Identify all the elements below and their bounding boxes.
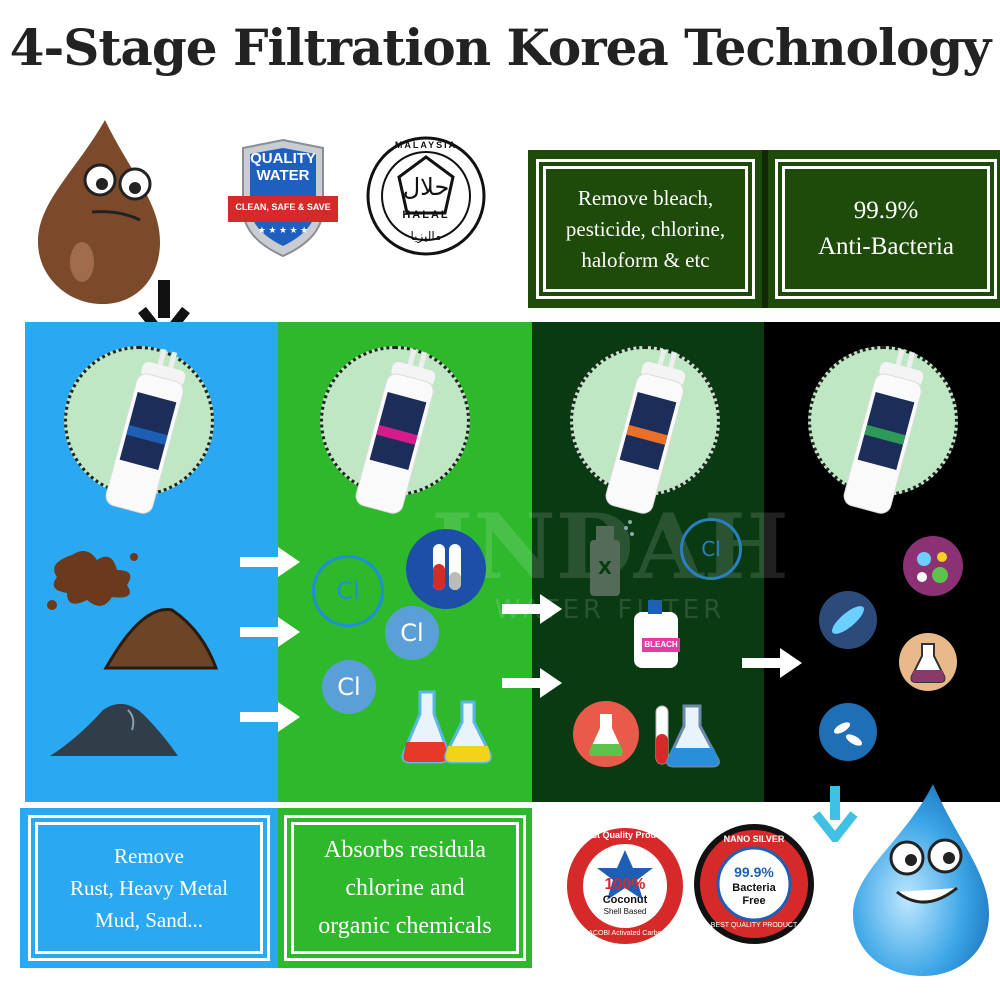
stage-2-desc-line3: organic chemicals <box>318 913 492 939</box>
anti-bacteria-percent: 99.9% <box>853 197 919 224</box>
chlorine-label: Cl <box>701 537 721 561</box>
chlorine-label: Cl <box>337 673 361 701</box>
stage-4-cartridge-icon <box>843 348 924 514</box>
chlorine-icon: Cl <box>385 606 439 660</box>
chemical-removal-box: Remove bleach, pesticide, chlorine, halo… <box>536 159 755 299</box>
nano-silver-seal-icon: NANO SILVER 99.9% Bacteria Free BEST QUA… <box>692 822 816 946</box>
chlorine-water-icon: Cl <box>312 555 384 627</box>
chlorine-icon-2: Cl <box>322 660 376 714</box>
svg-text:★ ★ ★ ★ ★: ★ ★ ★ ★ ★ <box>258 225 308 235</box>
stage-1-desc-line1: Remove <box>114 844 184 868</box>
chlorine-label: Cl <box>400 619 424 647</box>
halal-logo-icon: MALAYSIA حلال HALAL ماليزيا <box>365 135 487 257</box>
dirt-pile-icon <box>103 608 219 670</box>
page-title: 4-Stage Filtration Korea Technology <box>9 18 992 77</box>
quality-ribbon: CLEAN, SAFE & SAVE <box>235 202 331 212</box>
lab-flask-red-icon <box>573 701 639 767</box>
bottom-box-2-bg <box>278 808 532 968</box>
quality-line2: WATER <box>256 167 310 184</box>
bottom-box-1-bg <box>20 808 278 968</box>
coconut-line1: Coconut <box>602 894 648 906</box>
clean-drop-icon <box>853 784 989 976</box>
top-info-divider <box>762 150 768 308</box>
spray-can-icon: X <box>590 520 634 596</box>
halal-top: MALAYSIA <box>394 140 458 150</box>
coconut-line2: Shell Based <box>603 907 647 916</box>
nano-bottom: BEST QUALITY PRODUCT <box>710 922 798 929</box>
coconut-shell-seal-icon: Best Quality Product 100% Coconut Shell … <box>565 826 685 946</box>
germ-icon <box>903 536 963 596</box>
test-tube-icon <box>406 529 486 609</box>
coconut-top: Best Quality Product <box>580 830 670 840</box>
nano-percent: 99.9% <box>734 864 774 880</box>
flow-arrow-4 <box>502 594 562 624</box>
quality-water-badge-icon: ★ ★ ★ ★ ★ QUALITY WATER CLEAN, SAFE & SA… <box>228 138 338 258</box>
coconut-bottom: JACOBI Activated Carbon <box>584 930 666 937</box>
bacteria-cells-icon <box>819 703 877 761</box>
stage-2-description-box: Absorbs residula chlorine and organic ch… <box>284 815 526 961</box>
stage-3-cartridge-icon <box>605 348 686 514</box>
flow-arrow-2 <box>240 617 300 647</box>
bleach-bottle-icon: BLEACH <box>628 598 684 670</box>
flow-arrow-3 <box>240 702 300 732</box>
stage-1-desc-line3: Mud, Sand... <box>95 908 203 932</box>
anti-bacteria-box: 99.9% Anti-Bacteria <box>775 159 997 299</box>
svg-text:X: X <box>598 558 612 579</box>
flow-arrow-5 <box>502 668 562 698</box>
arrow-down-clean-icon <box>812 786 858 842</box>
flask-icon <box>401 690 492 764</box>
stage-1-desc-line2: Rust, Heavy Metal <box>69 876 229 900</box>
flow-arrow-1 <box>240 547 300 577</box>
mud-splash-icon <box>47 551 138 610</box>
quality-line1: QUALITY <box>250 150 316 167</box>
chemical-removal-text: Remove bleach, pesticide, chlorine, halo… <box>565 185 726 272</box>
lab-beaker-icon <box>899 633 957 691</box>
bacteria-icon <box>819 591 877 649</box>
halal-bottom: ماليزيا <box>410 229 442 243</box>
anti-bacteria-label: Anti-Bacteria <box>817 233 955 260</box>
nano-line2: Free <box>742 895 766 907</box>
dirty-drop-icon <box>38 120 160 304</box>
coconut-percent: 100% <box>604 876 646 893</box>
stage-2-cartridge-icon <box>355 348 436 514</box>
halal-arabic: حلال <box>402 173 450 201</box>
lab-glassware-icon <box>655 704 720 768</box>
chlorine-water-icon-dark: Cl <box>680 518 742 580</box>
stage-1-cartridge-icon <box>105 348 186 514</box>
nano-top: NANO SILVER <box>723 834 785 844</box>
sand-pile-icon <box>50 703 178 756</box>
halal-mid: HALAL <box>402 209 450 221</box>
stage-2-desc-line1: Absorbs residula <box>324 837 486 863</box>
bleach-label: BLEACH <box>642 638 680 652</box>
nano-line1: Bacteria <box>732 882 776 894</box>
stage-2-desc-line2: chlorine and <box>345 875 465 901</box>
chlorine-label: Cl <box>336 577 360 605</box>
flow-arrow-6 <box>742 648 802 678</box>
stage-1-description-box: Remove Rust, Heavy Metal Mud, Sand... <box>28 815 270 961</box>
